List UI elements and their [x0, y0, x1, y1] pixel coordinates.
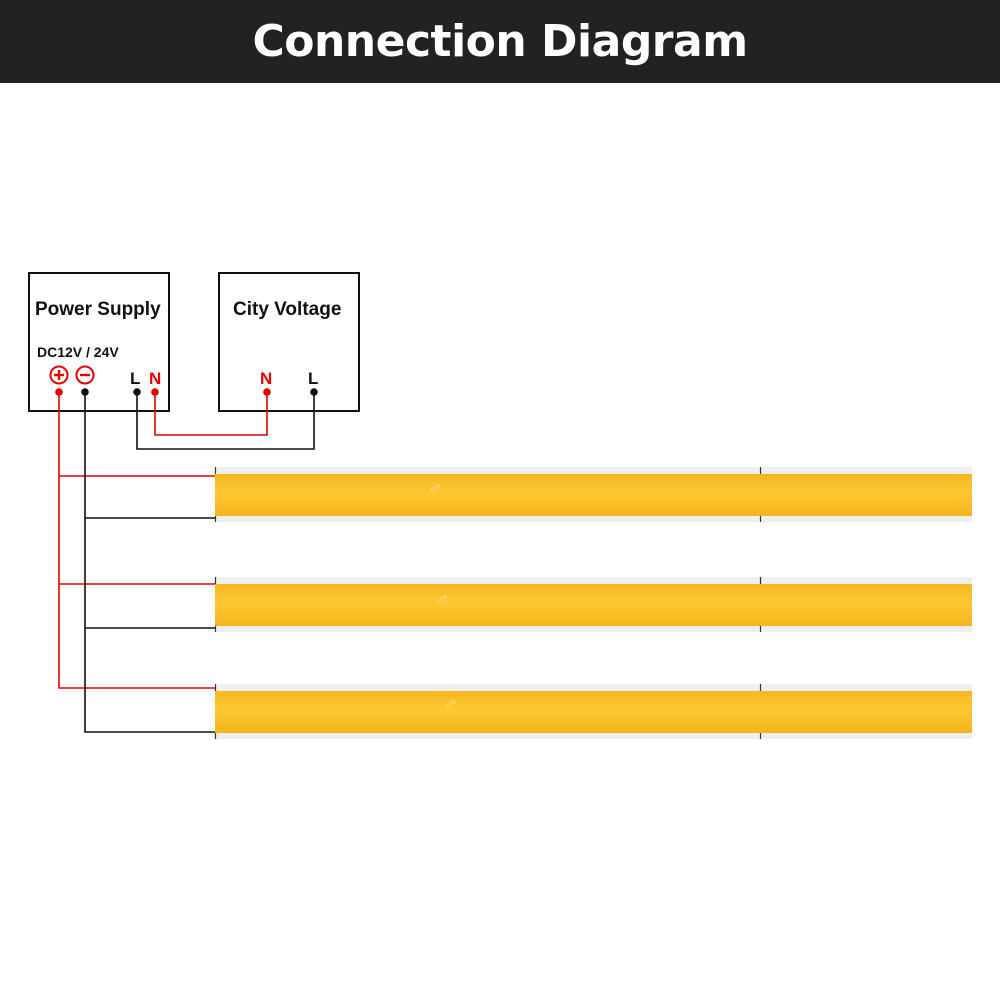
city-terminal-n: N: [260, 369, 272, 388]
power-terminal-l: L: [130, 369, 140, 388]
wire-l: [136, 392, 315, 450]
power-supply-voltage: DC12V / 24V: [37, 344, 119, 360]
minus-circle-icon: [75, 365, 95, 385]
led-strip-3: COB: [214, 684, 972, 739]
strip-mark: COB: [430, 483, 443, 494]
city-voltage-box: City Voltage N L: [218, 272, 360, 412]
terminal-dots: [55, 388, 318, 396]
wire-negative: [84, 392, 215, 733]
strip-mark: COB: [436, 594, 449, 605]
wire-n: [154, 392, 268, 436]
plus-circle-icon: [49, 365, 69, 385]
power-terminal-n: N: [149, 369, 161, 388]
strip-mark: COB: [445, 699, 458, 710]
power-supply-box: Power Supply DC12V / 24V L N: [28, 272, 170, 412]
led-strip-1: COB: [214, 467, 972, 522]
power-supply-title: Power Supply: [35, 299, 161, 320]
city-voltage-title: City Voltage: [233, 299, 341, 320]
city-terminal-l: L: [308, 369, 318, 388]
led-strip-2: COB: [214, 577, 972, 632]
header-bar: Connection Diagram: [0, 0, 1000, 83]
page-title: Connection Diagram: [252, 16, 748, 67]
